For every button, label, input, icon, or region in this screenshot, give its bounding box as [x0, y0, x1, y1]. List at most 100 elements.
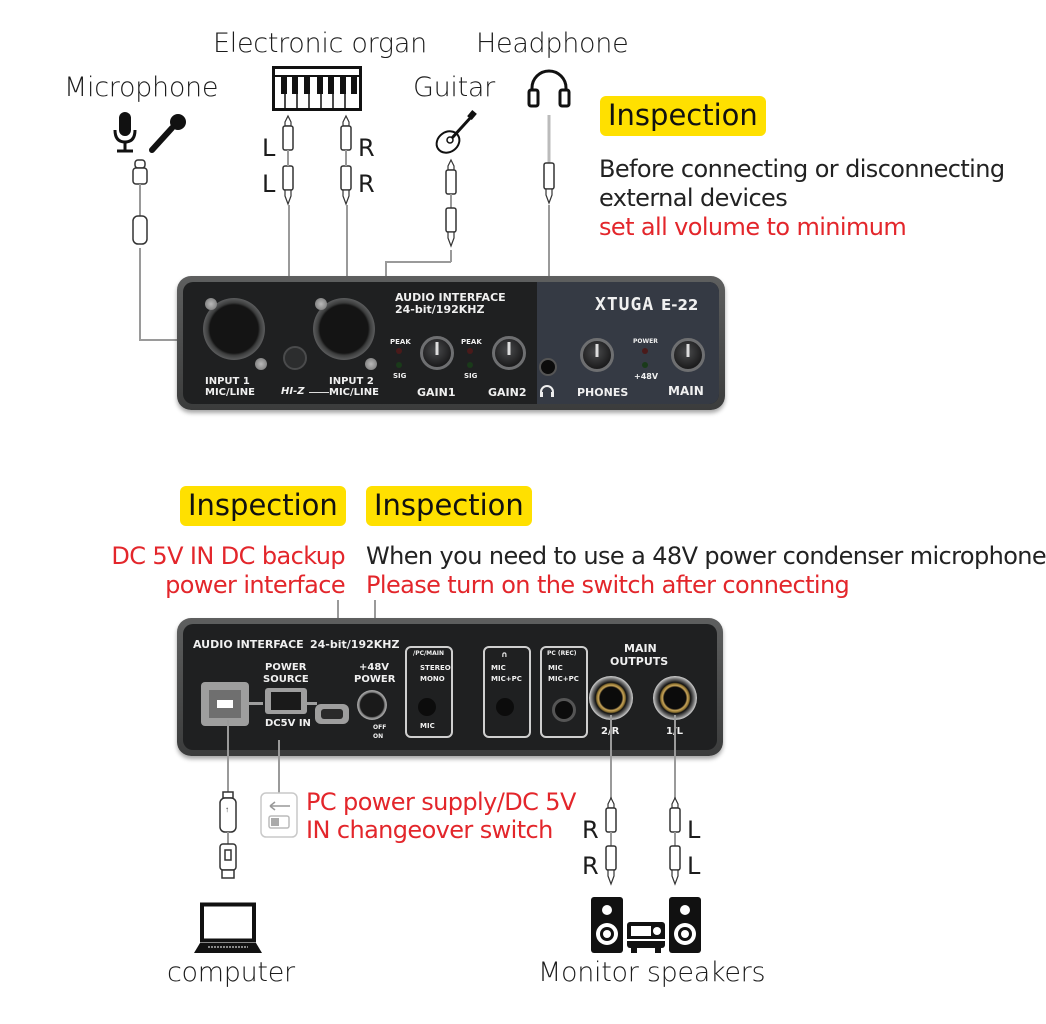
label-electronic-organ: Electronic organ	[213, 28, 427, 59]
input1-label-1: INPUT 1	[205, 376, 250, 387]
switch-note-line1: PC power supply/DC 5V	[306, 788, 576, 816]
box3-opt2: MIC+PC	[548, 675, 579, 683]
inspection-badge-dc: Inspection	[180, 486, 346, 526]
sig1-led	[396, 362, 402, 368]
out-right-wire	[610, 715, 612, 800]
stereo-mono-button[interactable]	[418, 698, 436, 716]
inspection-badge-48v: Inspection	[366, 486, 532, 526]
headphone-mix-button[interactable]	[496, 698, 514, 716]
mic-wire	[139, 248, 141, 340]
box2-headphone-icon: ∩	[501, 650, 508, 659]
sig2-label: SIG	[464, 372, 478, 380]
switch-pointer-wire	[278, 740, 280, 794]
front-spec: 24-bit/192KHZ	[395, 303, 485, 316]
main-knob[interactable]	[671, 338, 705, 372]
gain2-knob[interactable]	[492, 336, 526, 370]
dc-note-line1: DC 5V IN DC backup	[111, 542, 345, 570]
brand-logo: XTUGA	[595, 294, 655, 315]
phantom-power-switch[interactable]	[357, 690, 387, 720]
output-left-jack[interactable]	[653, 676, 697, 720]
keyboard-icon	[272, 66, 362, 111]
model-name: E-22	[661, 296, 699, 314]
sig2-led	[467, 362, 473, 368]
usb-b-port[interactable]	[201, 682, 249, 726]
rear-spec: 24-bit/192KHZ	[310, 638, 400, 651]
label-headphone: Headphone	[476, 28, 629, 59]
screw	[205, 298, 217, 310]
power-led	[642, 348, 648, 354]
label-monitor-speakers: Monitor speakers	[538, 957, 766, 988]
organ-right-wire	[346, 205, 348, 345]
power-source-label-1: POWER	[265, 662, 307, 673]
phantom-label-2: POWER	[354, 674, 396, 685]
phantom-note-line2: Please turn on the switch after connecti…	[366, 571, 850, 599]
box2-opt2: MIC+PC	[491, 675, 522, 683]
organ-left-wire	[288, 205, 290, 340]
organ-left-label-1: L	[262, 134, 276, 162]
headphone-symbol-icon	[540, 385, 554, 397]
organ-left-label-2: L	[262, 170, 276, 198]
phones-label: PHONES	[577, 386, 629, 399]
power-source-switch[interactable]	[265, 688, 307, 714]
main-outputs-label-2: OUTPUTS	[610, 655, 669, 668]
box1-title: /PC/MAIN	[413, 650, 445, 657]
phantom-led	[642, 362, 648, 368]
guitar-icon	[435, 110, 477, 154]
phantom-label-1: +48V	[359, 662, 390, 673]
rear-panel: AUDIO INTERFACE 24-bit/192KHZ POWER SOUR…	[177, 618, 723, 756]
hiz-label: HI-Z	[281, 386, 305, 397]
main-outputs-label-1: MAIN	[624, 642, 657, 655]
input1-label-2: MIC/LINE	[205, 387, 255, 398]
phantom-note-line1: When you need to use a 48V power condens…	[366, 542, 1046, 570]
switch-icon	[260, 792, 298, 838]
speaker-cable-right-icon	[605, 796, 617, 886]
hiz-button[interactable]	[283, 346, 307, 370]
peak1-led	[396, 348, 402, 354]
headphone-cable-icon	[543, 115, 555, 205]
xlr-cable-icon	[132, 159, 148, 245]
speaker-left-label-1: L	[687, 816, 701, 844]
label-microphone: Microphone	[64, 72, 219, 103]
switch-note-line2: IN changeover switch	[306, 816, 553, 844]
svg-text:↑: ↑	[225, 805, 229, 814]
phones-knob[interactable]	[580, 338, 614, 372]
guitar-wire-h	[385, 261, 451, 263]
front-title: AUDIO INTERFACE	[395, 291, 506, 304]
gain1-knob[interactable]	[420, 336, 454, 370]
microphone-icon	[113, 112, 186, 153]
jack-cable-left-icon	[282, 114, 294, 206]
box1-opt2: MONO	[420, 675, 445, 683]
organ-right-label-1: R	[358, 134, 375, 162]
guitar-wire	[450, 250, 452, 262]
guitar-cable-icon	[445, 158, 457, 248]
organ-right-label-2: R	[358, 170, 375, 198]
out-left-wire	[674, 715, 676, 800]
dc5v-label: DC5V IN	[265, 718, 311, 729]
power-source-label-2: SOURCE	[263, 674, 309, 685]
output-right-jack[interactable]	[589, 676, 633, 720]
box3-title: PC (REC)	[547, 650, 577, 657]
main-label: MAIN	[668, 384, 704, 398]
screw	[365, 358, 377, 370]
peak2-led	[467, 348, 473, 354]
box1-opt1: STEREO	[420, 664, 451, 672]
power-led-label: POWER	[633, 338, 658, 345]
inspection-badge-top: Inspection	[600, 96, 766, 136]
peak1-label: PEAK	[390, 338, 411, 346]
pc-rec-box	[540, 646, 588, 738]
dc5v-in-port[interactable]	[315, 704, 349, 724]
phantom-led-label: +48V	[634, 372, 659, 381]
headphone-icon	[527, 69, 571, 108]
headphone-jack[interactable]	[539, 358, 557, 376]
box3-opt1: MIC	[548, 664, 563, 672]
sig1-label: SIG	[393, 372, 407, 380]
peak2-label: PEAK	[461, 338, 482, 346]
pc-rec-button[interactable]	[552, 698, 576, 722]
computer-icon	[194, 902, 262, 953]
label-guitar: Guitar	[413, 72, 495, 103]
speaker-cable-left-icon	[669, 796, 681, 886]
monitor-mode-box	[405, 646, 453, 738]
speaker-right-label-2: R	[582, 852, 599, 880]
inspection-top-line2: external devices	[599, 184, 788, 212]
headphone-mix-box	[483, 646, 531, 738]
